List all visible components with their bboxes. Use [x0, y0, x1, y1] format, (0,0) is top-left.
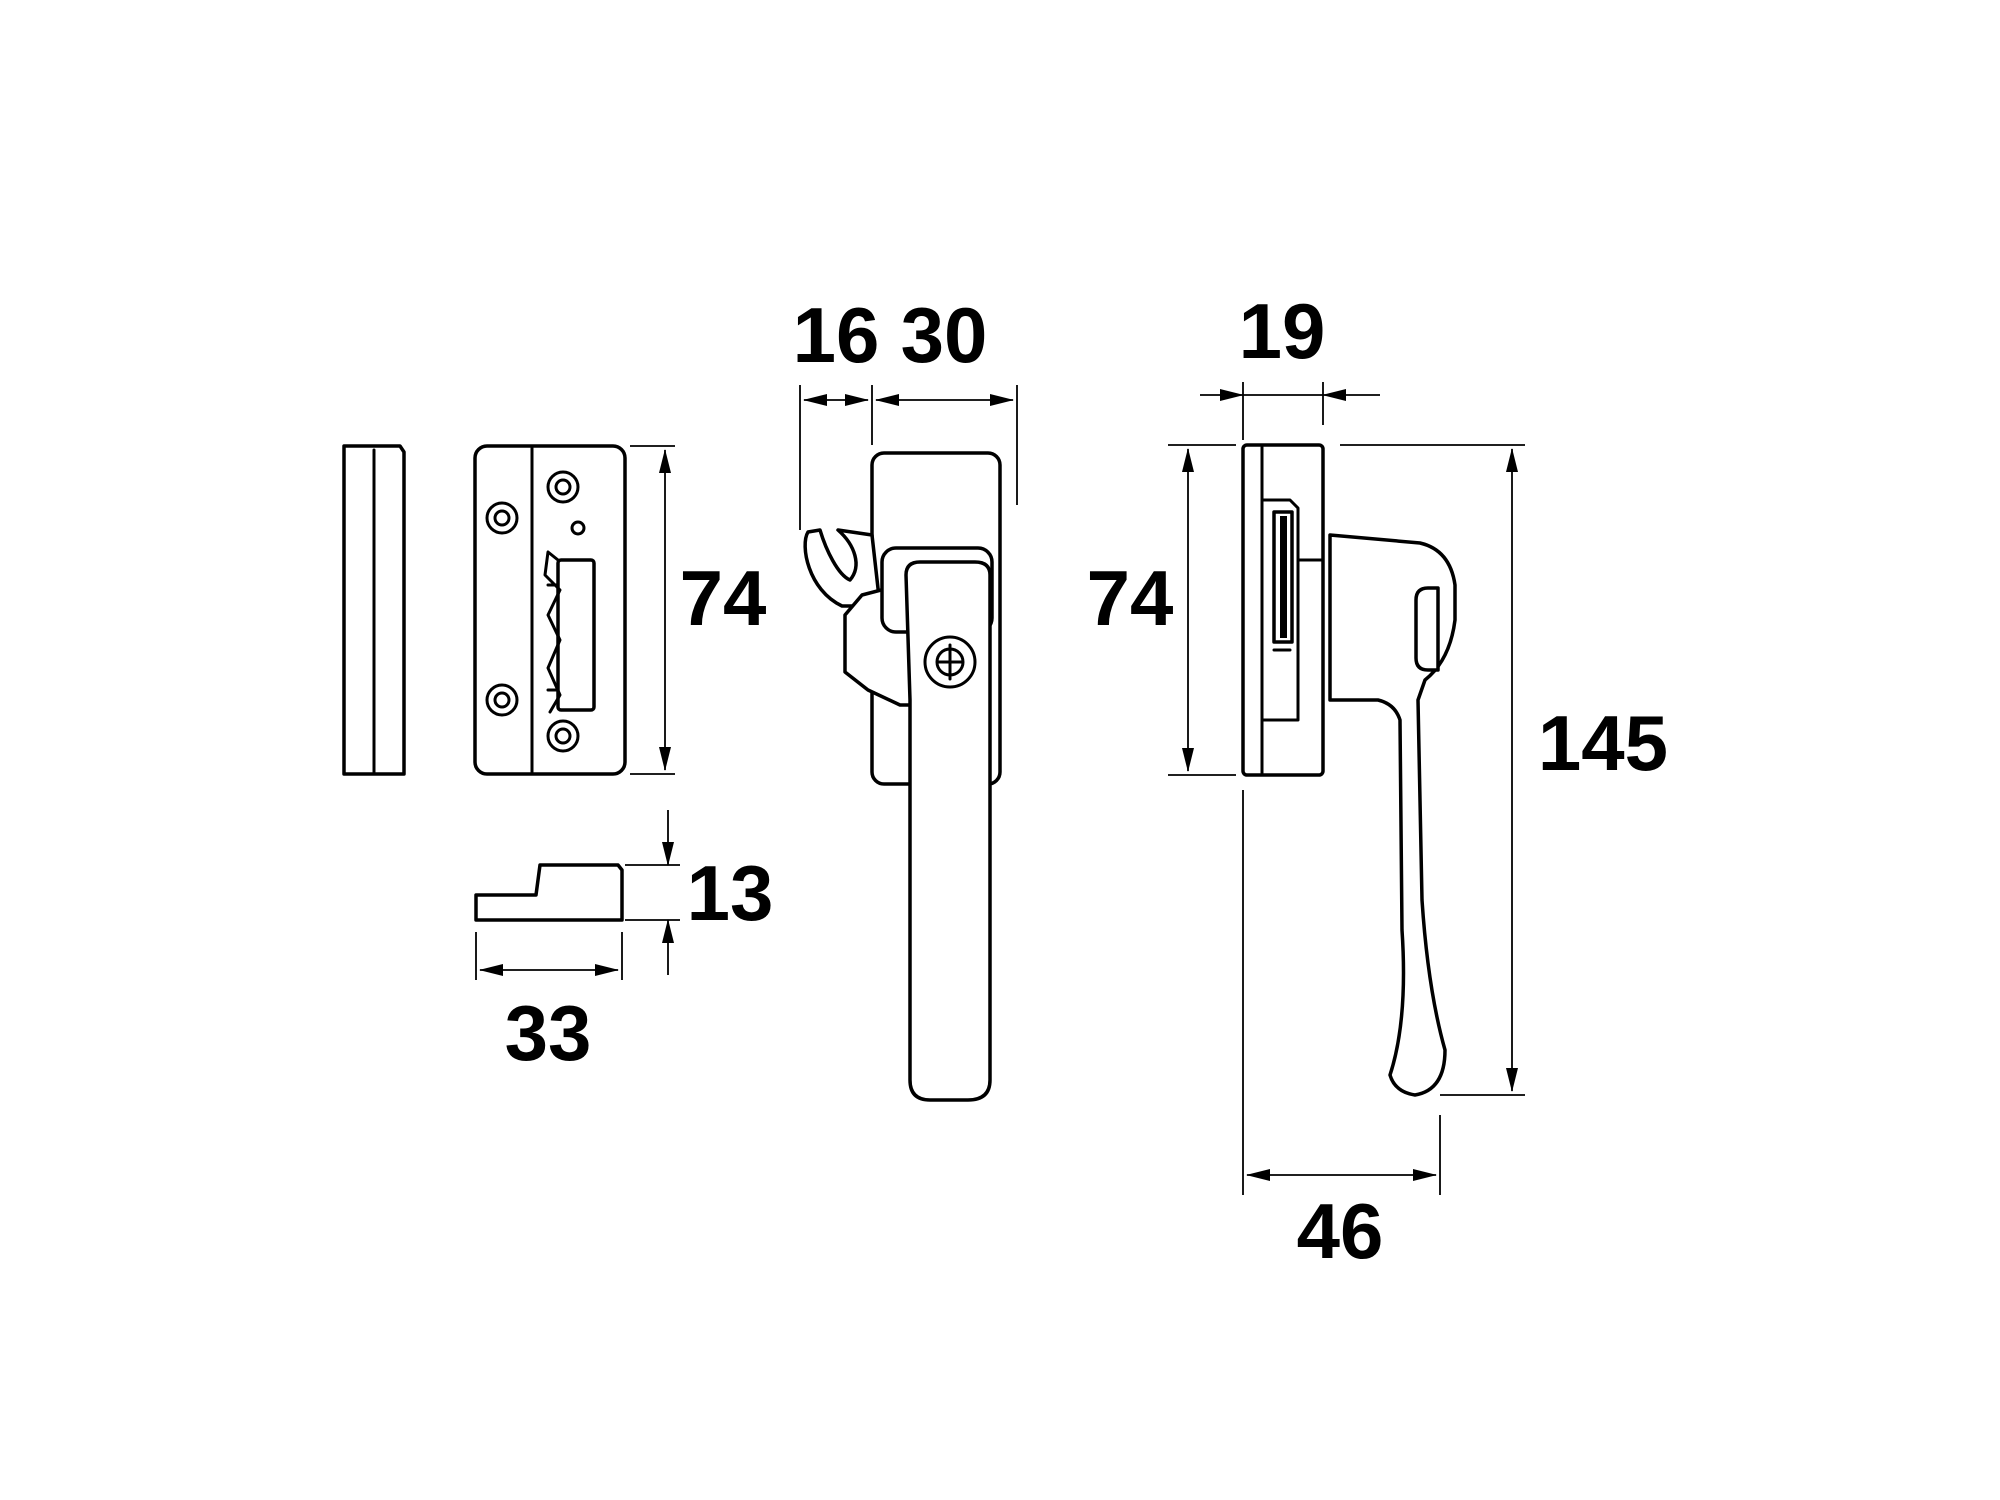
dimension-fastener-depth: 16 30 [793, 291, 1018, 530]
dimension-handle-projection: 46 [1242, 790, 1441, 1275]
screw-hole-icon [546, 470, 580, 504]
keep-depth-label: 13 [687, 849, 774, 937]
dimension-keep-depth: 13 [625, 810, 773, 975]
screw-hole-icon [485, 501, 519, 535]
dimension-keep-width: 33 [475, 932, 623, 1077]
screw-hole-icon [546, 719, 580, 753]
fastener-front-view [803, 451, 1002, 1102]
dimension-handle-height: 145 [1340, 444, 1668, 1096]
handle-projection-label: 46 [1297, 1187, 1384, 1275]
key-cylinder-icon [923, 635, 977, 689]
screw-hole-icon [485, 683, 519, 717]
plate-depth-label: 19 [1239, 287, 1326, 375]
body-depth-label: 30 [901, 291, 988, 379]
keep-width-label: 33 [505, 989, 592, 1077]
fastener-side-view [1241, 443, 1457, 1097]
keep-bottom-view [474, 863, 624, 922]
dimension-plate-height: 74 [1087, 444, 1236, 776]
dimension-plate-depth: 19 [1200, 287, 1380, 440]
handle-height-label: 145 [1538, 699, 1668, 787]
hook-projection-label: 16 [793, 291, 880, 379]
keep-front-view [473, 444, 627, 776]
keep-height-label: 74 [680, 554, 767, 642]
keep-side-view [342, 444, 406, 776]
dimension-keep-height: 74 [630, 445, 767, 775]
plate-height-label: 74 [1087, 554, 1174, 642]
